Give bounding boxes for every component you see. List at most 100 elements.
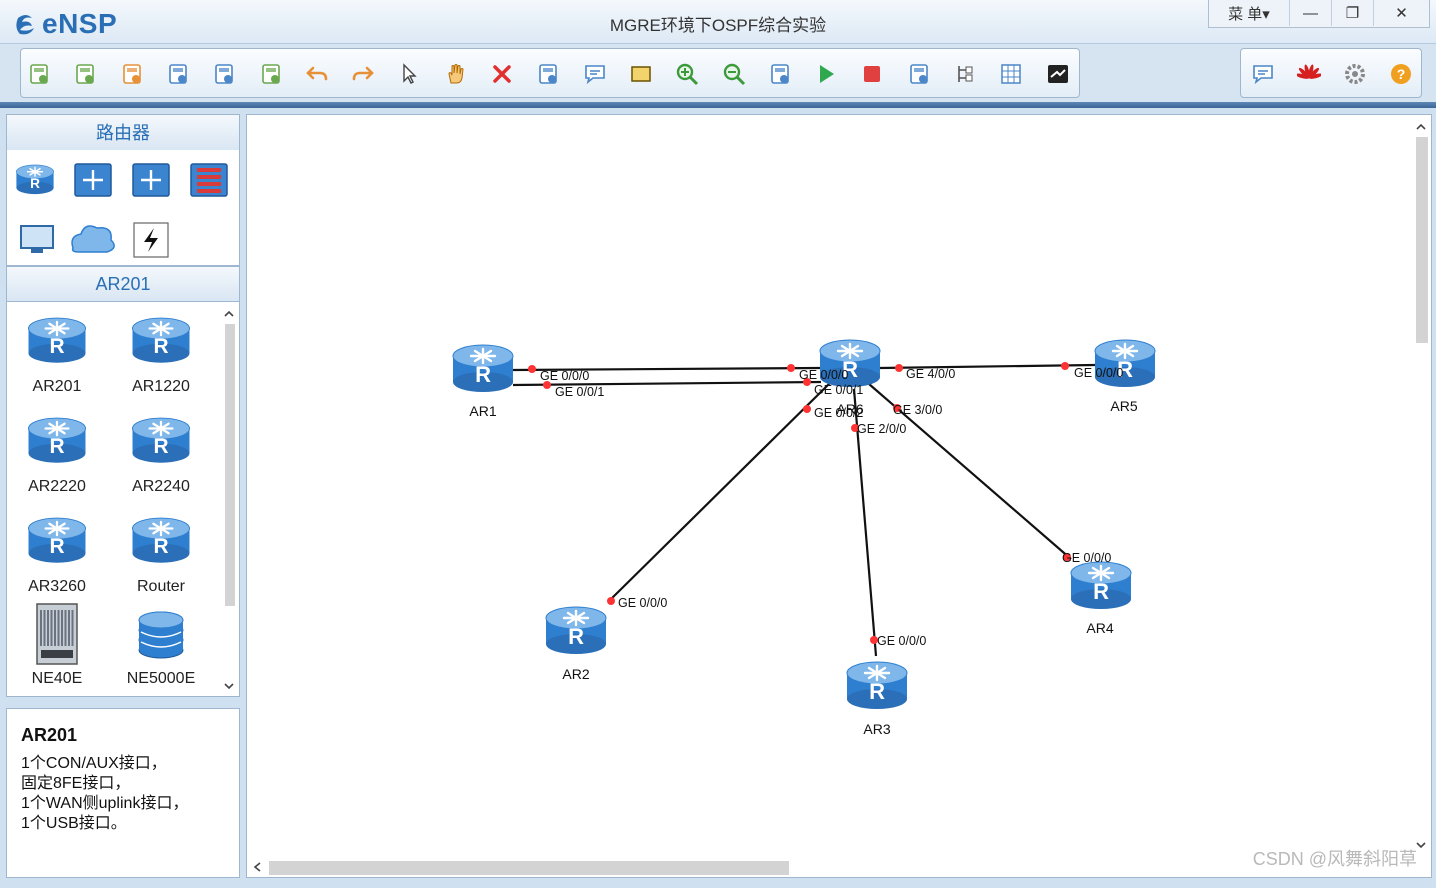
port-dot <box>803 378 811 386</box>
fit-icon[interactable] <box>768 62 792 86</box>
save-icon[interactable] <box>166 62 190 86</box>
grid-icon[interactable] <box>999 62 1023 86</box>
main-toolbar-group <box>20 48 1080 98</box>
vertical-scrollbar[interactable] <box>1411 115 1431 857</box>
firewall-category-icon[interactable] <box>190 163 228 197</box>
router-ar3[interactable]: R <box>846 661 908 709</box>
wireless-category-icon[interactable] <box>132 163 170 197</box>
open-icon[interactable] <box>120 62 144 86</box>
topology-icon[interactable] <box>953 62 977 86</box>
rectangle-icon[interactable] <box>629 62 653 86</box>
new-topology-icon[interactable] <box>27 62 51 86</box>
pc-category-icon[interactable] <box>20 225 54 253</box>
router-ar6[interactable]: R <box>819 339 881 387</box>
minimize-button[interactable]: — <box>1289 0 1331 26</box>
maximize-button[interactable]: ❐ <box>1331 0 1373 26</box>
undo-icon[interactable] <box>305 62 329 86</box>
device-item-ne40e[interactable]: NE40E <box>7 602 107 688</box>
router-symbol-icon[interactable]: R <box>16 164 54 195</box>
close-button[interactable]: ✕ <box>1373 0 1429 26</box>
window-title: MGRE环境下OSPF综合实验 <box>609 16 827 35</box>
device-label: AR1220 <box>132 378 190 395</box>
port-dot <box>893 404 901 412</box>
router-symbol-icon[interactable]: R <box>28 417 86 463</box>
port-label: GE 2/0/0 <box>857 422 906 436</box>
router-name-label: AR4 <box>1086 620 1113 636</box>
router-ar5[interactable]: R <box>1094 339 1156 387</box>
print-icon[interactable] <box>259 62 283 86</box>
description-line: 1个USB接口。 <box>21 815 127 832</box>
zoom-out-icon[interactable] <box>722 62 746 86</box>
cloud-category-icon[interactable] <box>71 225 115 253</box>
switch-category-icon[interactable] <box>74 163 112 197</box>
port-dot <box>528 365 536 373</box>
horizontal-scrollbar[interactable] <box>247 857 1413 877</box>
device-item-ne5000e[interactable]: NE5000E <box>111 602 211 688</box>
stop-device-icon[interactable] <box>860 62 884 86</box>
start-device-icon[interactable] <box>814 62 838 86</box>
router-ar2[interactable]: R <box>545 606 607 654</box>
device-category-panel: 路由器 <box>6 114 240 152</box>
text-note-icon[interactable] <box>583 62 607 86</box>
router-symbol-icon[interactable]: R <box>132 317 190 363</box>
router-name-label: AR1 <box>469 403 496 419</box>
vertical-scroll-arrows <box>1416 123 1426 849</box>
select-icon[interactable] <box>397 62 421 86</box>
link-line[interactable] <box>868 383 1072 560</box>
link-line[interactable] <box>512 366 822 372</box>
svg-text:R: R <box>49 335 64 358</box>
link-line[interactable] <box>852 388 878 657</box>
horizontal-scroll-thumb[interactable] <box>269 861 789 875</box>
help-icon[interactable]: ? <box>1389 62 1413 86</box>
router-name-label: AR2 <box>562 666 589 682</box>
delete-icon[interactable] <box>490 62 514 86</box>
router-name-label: AR5 <box>1110 398 1137 414</box>
router-symbol-icon[interactable]: R <box>132 417 190 463</box>
capture-icon[interactable] <box>907 62 931 86</box>
huawei-icon[interactable] <box>1297 62 1321 86</box>
router-symbol-icon[interactable]: R <box>28 517 86 563</box>
device-list-scrollbar[interactable] <box>221 306 237 692</box>
port-label: GE 0/0/0 <box>1062 551 1111 565</box>
new-example-icon[interactable] <box>73 62 97 86</box>
link-line[interactable] <box>607 382 831 603</box>
router-symbol-icon[interactable]: R <box>28 317 86 363</box>
device-item-ar3260[interactable]: R AR3260 <box>7 510 107 596</box>
router-category-icon[interactable]: R <box>16 164 54 195</box>
link-line[interactable] <box>878 363 1096 370</box>
vertical-scroll-thumb[interactable] <box>1416 137 1428 343</box>
router-icon: R <box>28 517 86 563</box>
cli-icon[interactable] <box>1046 62 1070 86</box>
scroll-left-arrow-icon[interactable] <box>247 857 267 877</box>
redo-icon[interactable] <box>351 62 375 86</box>
port-label: GE 0/0/0 <box>877 634 926 648</box>
port-label: GE 0/0/0 <box>540 369 589 383</box>
router-ar4[interactable]: R <box>1070 561 1132 609</box>
device-item-ar1220[interactable]: R AR1220 <box>111 310 211 396</box>
stack-icon <box>138 611 184 659</box>
device-label: AR3260 <box>28 578 86 595</box>
router-symbol-icon[interactable]: R <box>132 517 190 563</box>
chat-icon[interactable] <box>1251 62 1275 86</box>
menu-button[interactable]: 菜 单▾ <box>1228 5 1270 23</box>
window-controls: 菜 单▾ — ❐ ✕ <box>1208 0 1430 28</box>
cable-category-icon[interactable] <box>133 222 169 258</box>
zoom-in-icon[interactable] <box>675 62 699 86</box>
description-line: 1个WAN侧uplink接口， <box>21 795 189 812</box>
svg-text:R: R <box>869 679 885 704</box>
delete-link-icon[interactable] <box>536 62 560 86</box>
settings-icon[interactable] <box>1343 62 1367 86</box>
router-name-label: AR3 <box>863 721 890 737</box>
save-as-icon[interactable] <box>212 62 236 86</box>
pan-hand-icon[interactable] <box>444 62 468 86</box>
link-line[interactable] <box>512 380 822 387</box>
enspt-logo-icon <box>16 15 34 35</box>
router-ar1[interactable]: R <box>452 344 514 392</box>
